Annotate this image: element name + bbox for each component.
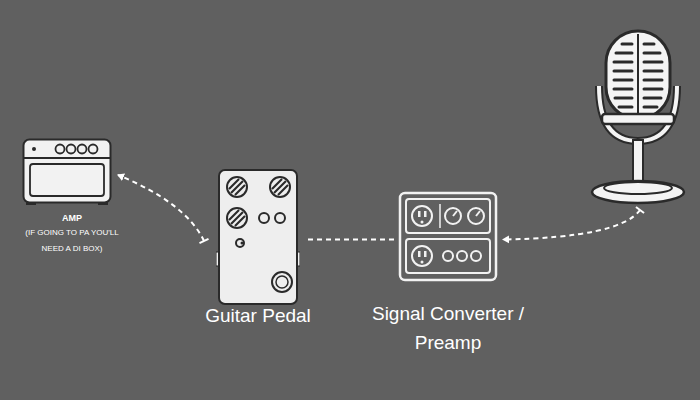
converter-icon (398, 191, 498, 282)
microphone-node (588, 28, 688, 210)
converter-label: Signal Converter / Preamp (353, 299, 543, 357)
pedal-label: Guitar Pedal (178, 305, 338, 327)
converter-node: Signal Converter / Preamp (353, 192, 543, 357)
microphone-icon (588, 28, 688, 208)
amp-icon (22, 138, 112, 206)
signal-connector (118, 175, 204, 241)
signal-connector (503, 210, 640, 240)
pedal-node: Guitar Pedal (178, 168, 338, 327)
pedal-icon (216, 168, 300, 308)
amp-title: AMP (12, 211, 132, 225)
amp-note: (IF GOING TO PA YOU'LL NEED A DI BOX) (12, 225, 132, 257)
signal-connector (304, 239, 394, 241)
amp-node: AMP(IF GOING TO PA YOU'LL NEED A DI BOX) (12, 136, 132, 257)
